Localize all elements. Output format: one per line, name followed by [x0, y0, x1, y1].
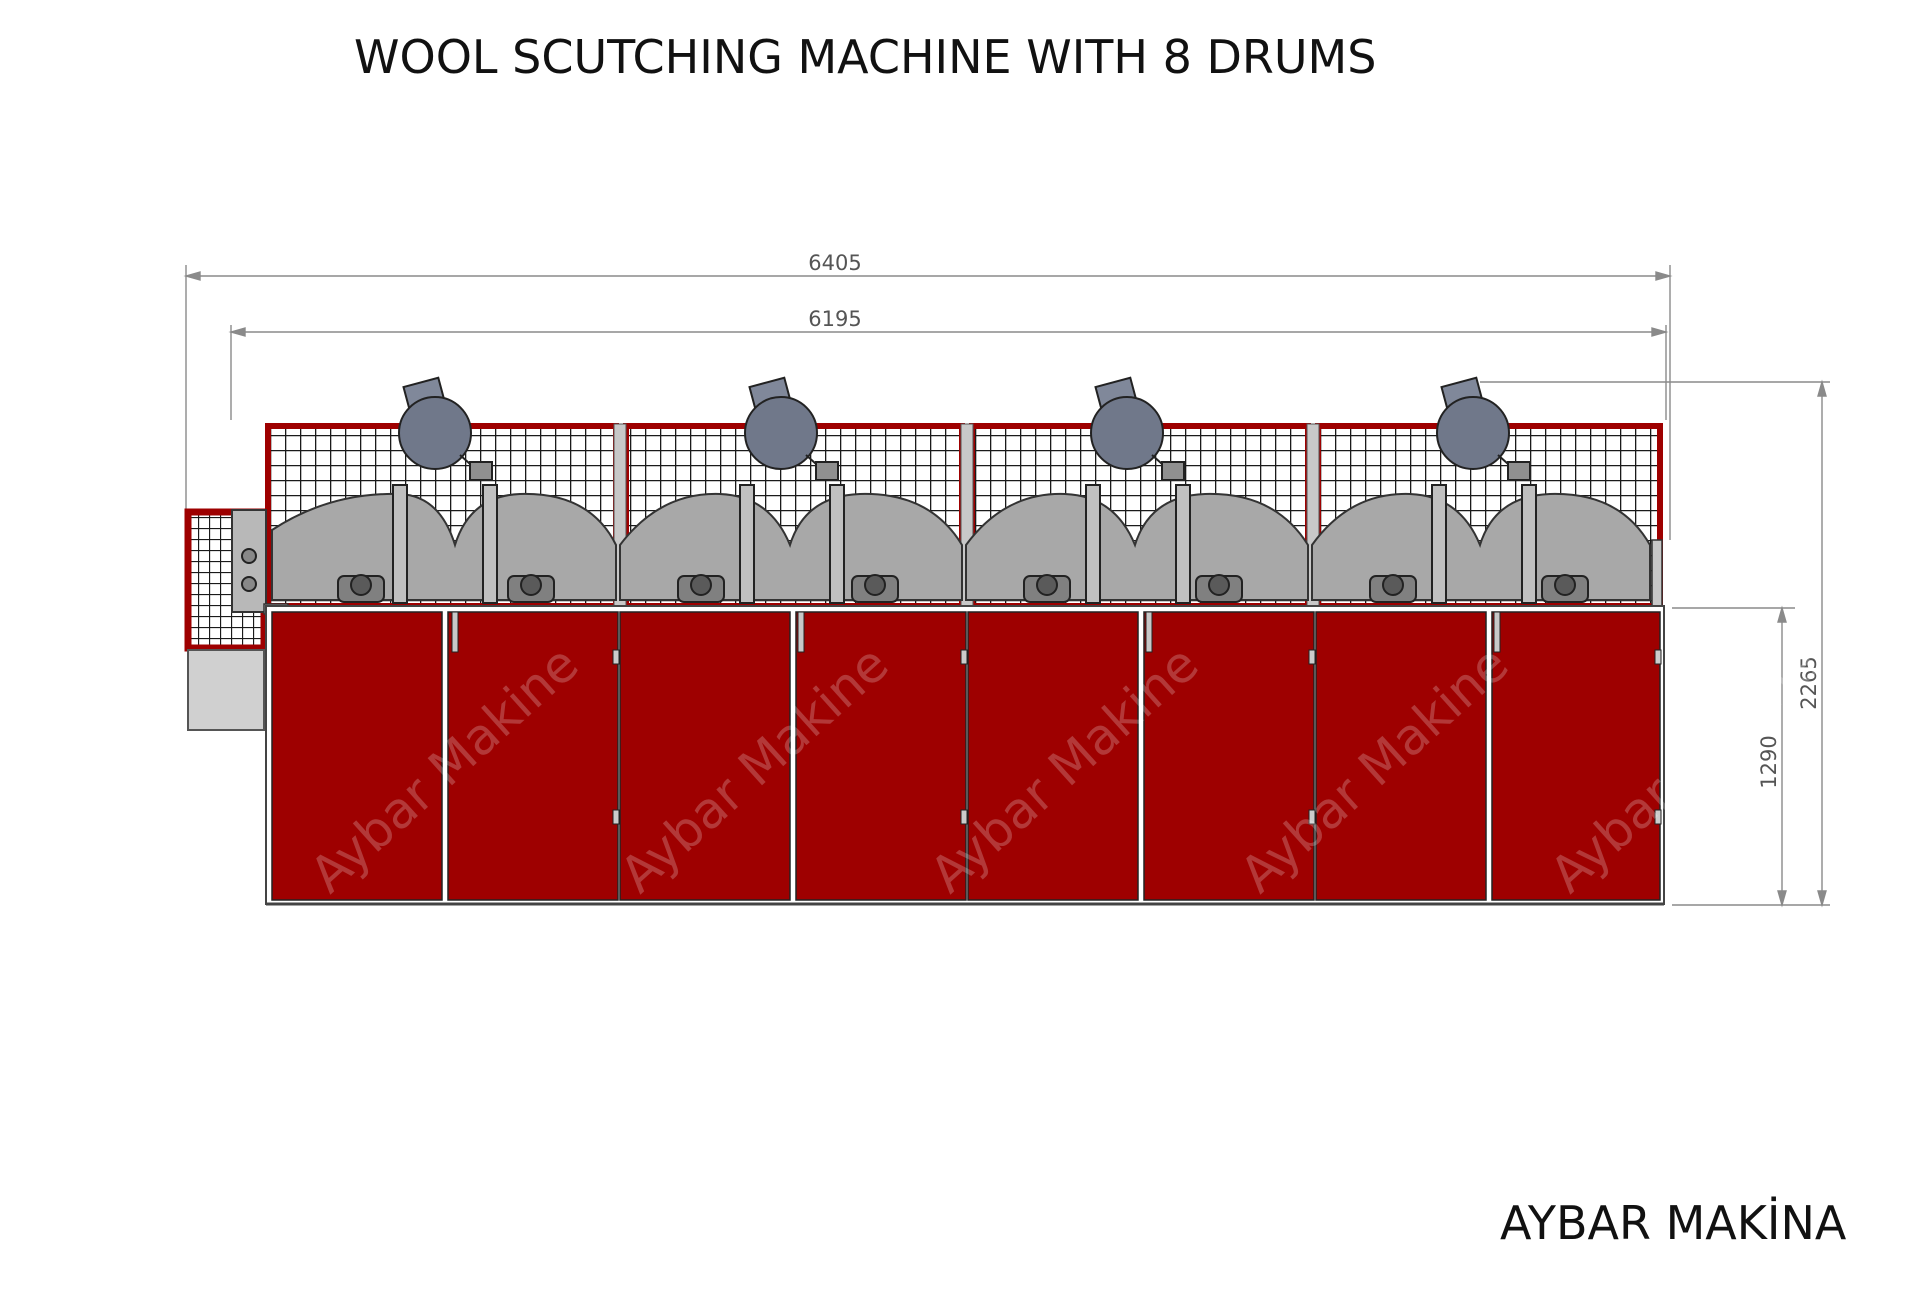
- drum-pair-1: [271, 492, 617, 601]
- drawing-title: WOOL SCUTCHING MACHINE WITH 8 DRUMS: [354, 30, 1377, 84]
- right-end-plate: [1651, 539, 1663, 607]
- drum-supports: [392, 484, 1537, 604]
- dimension-lines: [183, 265, 1830, 908]
- dimension-base-height: 1290: [1757, 735, 1781, 788]
- motor-3: [1090, 376, 1185, 481]
- bearings: [337, 574, 1589, 603]
- motors: [398, 376, 1531, 481]
- dimension-overall-height: 2265: [1797, 656, 1821, 709]
- drums: [271, 492, 1651, 601]
- motor-2: [744, 376, 839, 481]
- drum-pair-2: [619, 492, 963, 601]
- feeder-unit: [184, 508, 289, 731]
- motor-1: [398, 376, 493, 481]
- drum-pair-3: [965, 492, 1309, 601]
- base-cabinet: [265, 605, 1665, 906]
- brand-name: AYBAR MAKİNA: [1500, 1196, 1847, 1250]
- motor-4: [1436, 376, 1531, 481]
- dimension-drum-section-length: 6195: [808, 307, 861, 331]
- dimension-overall-length: 6405: [808, 251, 861, 275]
- drum-pair-4: [1311, 492, 1651, 601]
